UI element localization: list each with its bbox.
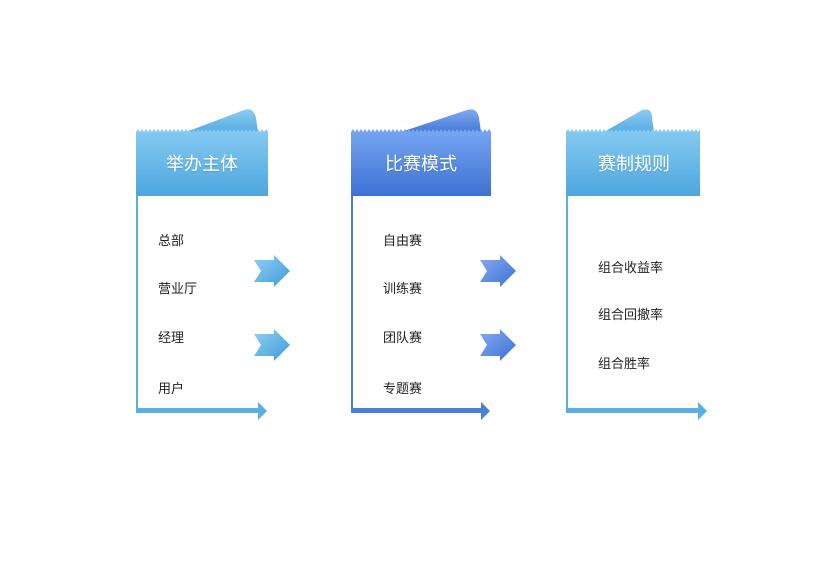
chevron-arrow-icon: [480, 329, 516, 361]
list-item: 自由赛: [383, 234, 423, 249]
list-item: 用户: [158, 382, 185, 397]
list-item: 组合胜率: [598, 357, 651, 372]
column-host: 举办主体 总部 营业厅 经理 用户: [134, 108, 314, 424]
column-host-shape: [136, 109, 268, 420]
list-item: 组合收益率: [598, 261, 664, 276]
list-item: 训练赛: [383, 282, 423, 297]
list-item: 经理: [158, 331, 185, 346]
list-item: 专题赛: [383, 382, 423, 397]
list-item: 营业厅: [158, 282, 198, 297]
chevron-arrow-icon: [480, 255, 516, 287]
column-rules-shape: [566, 109, 707, 420]
column-rules-title: 赛制规则: [598, 154, 670, 175]
chevron-arrow-icon: [254, 329, 290, 361]
chevron-arrow-icon: [254, 255, 290, 287]
list-item: 总部: [158, 234, 185, 249]
column-mode: 比赛模式 自由赛 训练赛 团队赛 专题赛: [349, 108, 529, 424]
list-item: 团队赛: [383, 331, 423, 346]
column-mode-title: 比赛模式: [385, 154, 457, 175]
column-rules: 赛制规则 组合收益率 组合回撤率 组合胜率: [564, 108, 744, 424]
list-item: 组合回撤率: [598, 308, 664, 323]
column-mode-shape: [351, 109, 491, 420]
column-host-title: 举办主体: [166, 154, 238, 175]
